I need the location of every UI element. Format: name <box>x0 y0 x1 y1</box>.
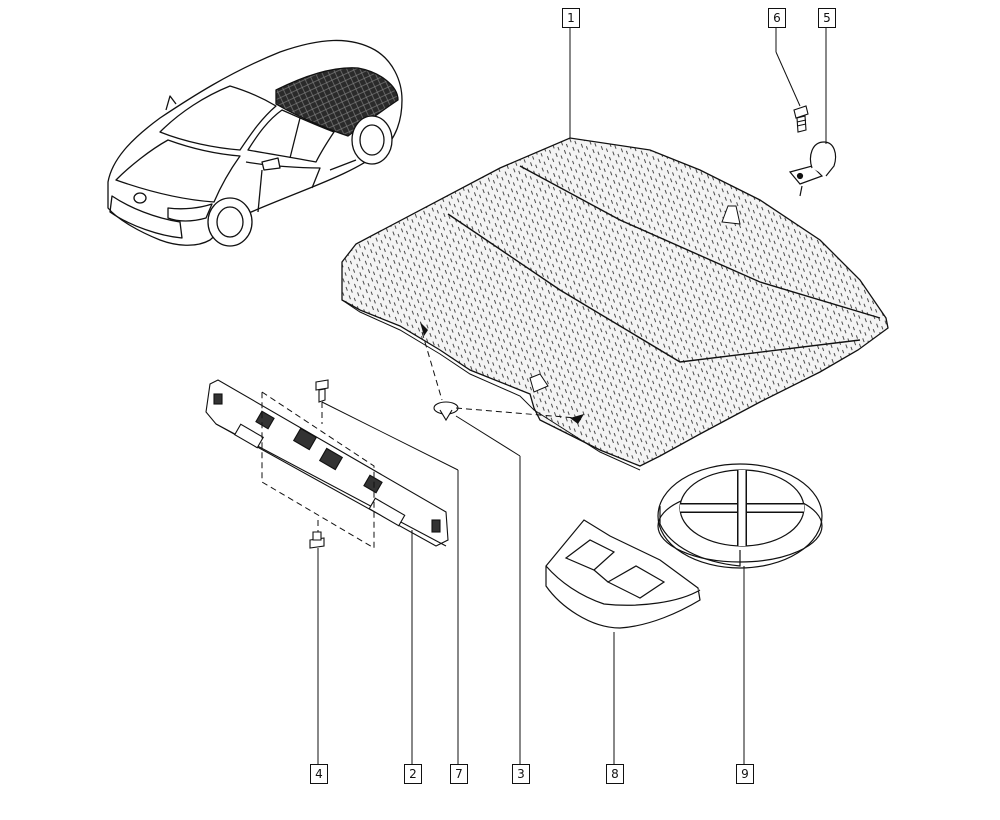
callout-7: 7 <box>450 764 468 784</box>
clip-assembly-lines <box>317 331 577 532</box>
callout-9: 9 <box>736 764 754 784</box>
screw-part-6 <box>793 105 809 133</box>
callout-2: 2 <box>404 764 422 784</box>
callout-5: 5 <box>818 8 836 28</box>
callout-4: 4 <box>310 764 328 784</box>
car-illustration <box>107 39 403 247</box>
wheel-cover-part-9 <box>657 463 823 569</box>
bracket-part-2 <box>205 379 449 547</box>
callout-3: 3 <box>512 764 530 784</box>
storage-tray-part-8 <box>545 519 701 629</box>
clip-part-4 <box>309 531 325 549</box>
cargo-floor-carpet <box>341 137 889 471</box>
leader-lines <box>317 26 827 764</box>
screw-part-7 <box>315 379 329 403</box>
push-clip-part-3 <box>433 401 459 422</box>
clip-part-5 <box>788 141 837 197</box>
callout-6: 6 <box>768 8 786 28</box>
callout-1: 1 <box>562 8 580 28</box>
callout-8: 8 <box>606 764 624 784</box>
